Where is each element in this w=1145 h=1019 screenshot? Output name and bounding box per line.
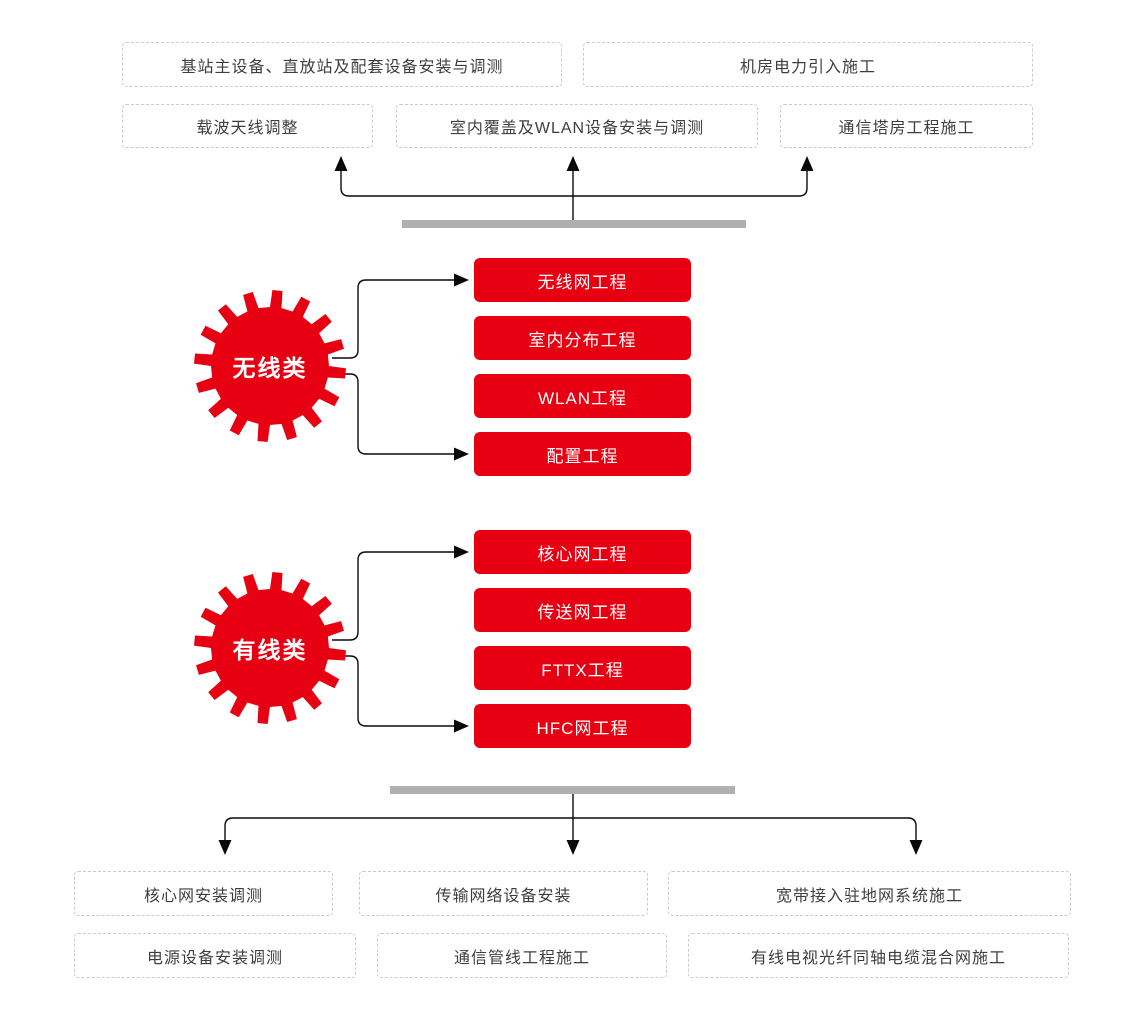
wired-task-box: 通信管线工程施工 [377,933,667,978]
wireless-task-box: 载波天线调整 [122,104,373,148]
wireless-task-box: 室内覆盖及WLAN设备安装与调测 [396,104,758,148]
wired-task-box: 电源设备安装调测 [74,933,356,978]
arrow-right-icon [454,545,469,559]
arrow-down-icon [909,840,923,855]
bottom-divider-bar [390,786,735,794]
gear-icon-wired [194,572,346,724]
wireless-project-box: 配置工程 [474,432,691,476]
top-divider-bar [402,220,746,228]
arrow-down-icon [218,840,232,855]
arrow-down-icon [566,840,580,855]
gear-icon-wireless [194,290,346,442]
wired-task-box: 核心网安装调测 [74,871,333,916]
arrow-up-icon [566,156,580,171]
wireless-task-box: 机房电力引入施工 [583,42,1033,87]
wireless-project-box: 室内分布工程 [474,316,691,360]
arrow-right-icon [454,273,469,287]
wired-project-box: 核心网工程 [474,530,691,574]
wireless-project-box: 无线网工程 [474,258,691,302]
wired-project-box: 传送网工程 [474,588,691,632]
arrow-up-icon [800,156,814,171]
arrow-right-icon [454,447,469,461]
wired-project-box: HFC网工程 [474,704,691,748]
wired-task-box: 有线电视光纤同轴电缆混合网施工 [688,933,1069,978]
arrow-right-icon [454,719,469,733]
wireless-task-box: 基站主设备、直放站及配套设备安装与调测 [122,42,562,87]
wired-project-box: FTTX工程 [474,646,691,690]
arrow-up-icon [334,156,348,171]
wireless-task-box: 通信塔房工程施工 [780,104,1033,148]
wired-task-box: 宽带接入驻地网系统施工 [668,871,1071,916]
wireless-project-box: WLAN工程 [474,374,691,418]
category-label-wireless: 无线类 [232,355,308,381]
wired-task-box: 传输网络设备安装 [359,871,648,916]
category-label-wired: 有线类 [232,637,308,663]
